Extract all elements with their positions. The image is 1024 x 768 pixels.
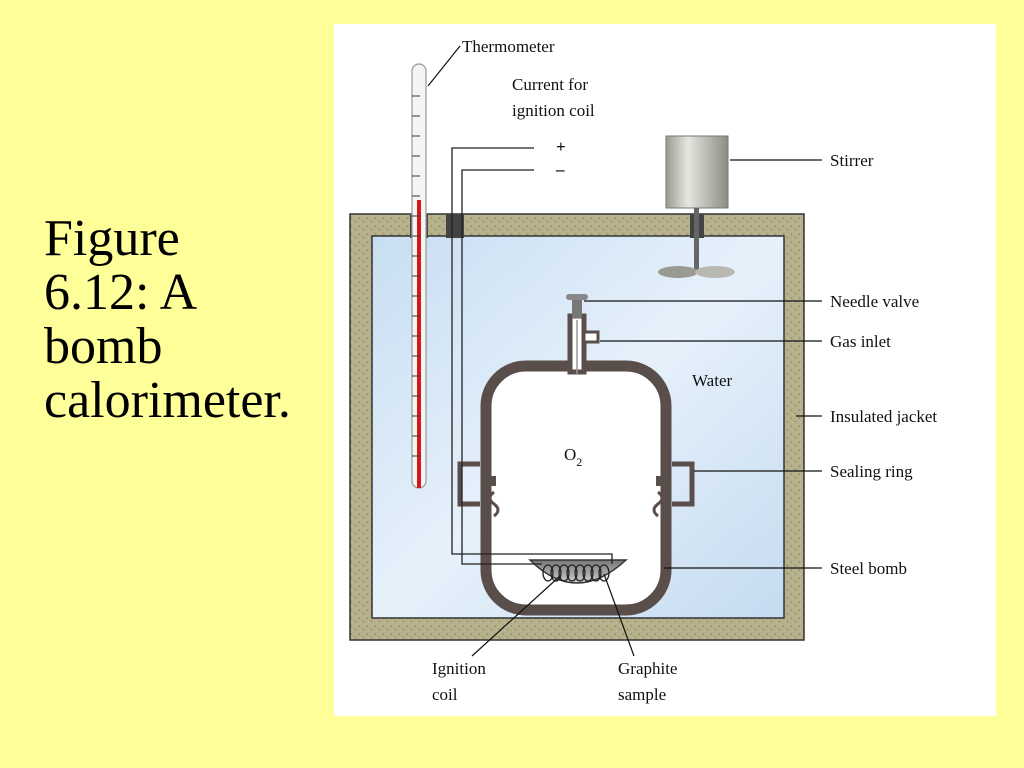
label-steel-bomb: Steel bomb [830, 559, 907, 578]
label-current-line2: ignition coil [512, 101, 595, 120]
ignition-coil [542, 564, 610, 582]
stirrer-blade-right [695, 266, 735, 278]
label-stirrer: Stirrer [830, 151, 874, 170]
label-graphite-line1: Graphite [618, 659, 677, 678]
sealing-ring-right [672, 461, 695, 507]
gas-inlet-port [582, 330, 600, 344]
ignition-wire-minus [461, 169, 542, 565]
label-minus: – [555, 160, 565, 179]
label-ignition-line2: coil [432, 685, 458, 704]
label-sealing-ring: Sealing ring [830, 462, 913, 481]
calorimeter-figure: Thermometer Current for ignition coil + … [334, 24, 996, 716]
ignition-wire-plus [451, 147, 613, 564]
thermometer-fluid [417, 200, 421, 488]
needle-valve [572, 298, 582, 318]
label-oxygen: O2 [564, 445, 582, 469]
label-needle-valve: Needle valve [830, 292, 919, 311]
title-line-3: bomb [44, 318, 163, 375]
label-current-line1: Current for [512, 75, 588, 94]
label-gas-inlet: Gas inlet [830, 332, 891, 351]
label-plus: + [556, 137, 566, 156]
label-insulated-jacket: Insulated jacket [830, 407, 937, 426]
label-water: Water [692, 371, 732, 390]
label-ignition-line1: Ignition [432, 659, 486, 678]
label-thermometer: Thermometer [462, 37, 555, 56]
wire-port [446, 214, 464, 238]
title-line-4: calorimeter. [44, 372, 291, 429]
stirrer-motor [665, 135, 729, 209]
slide-title: Figure 6.12: A bomb calorimeter. [44, 212, 291, 428]
label-graphite-line2: sample [618, 685, 666, 704]
calorimeter-diagram: Thermometer Current for ignition coil + … [349, 37, 937, 704]
stirrer-shaft [694, 208, 699, 272]
title-line-1: Figure [44, 210, 180, 267]
sealing-ring-left [457, 461, 480, 507]
stirrer-blade-left [658, 266, 698, 278]
title-line-2: 6.12: A [44, 264, 198, 321]
